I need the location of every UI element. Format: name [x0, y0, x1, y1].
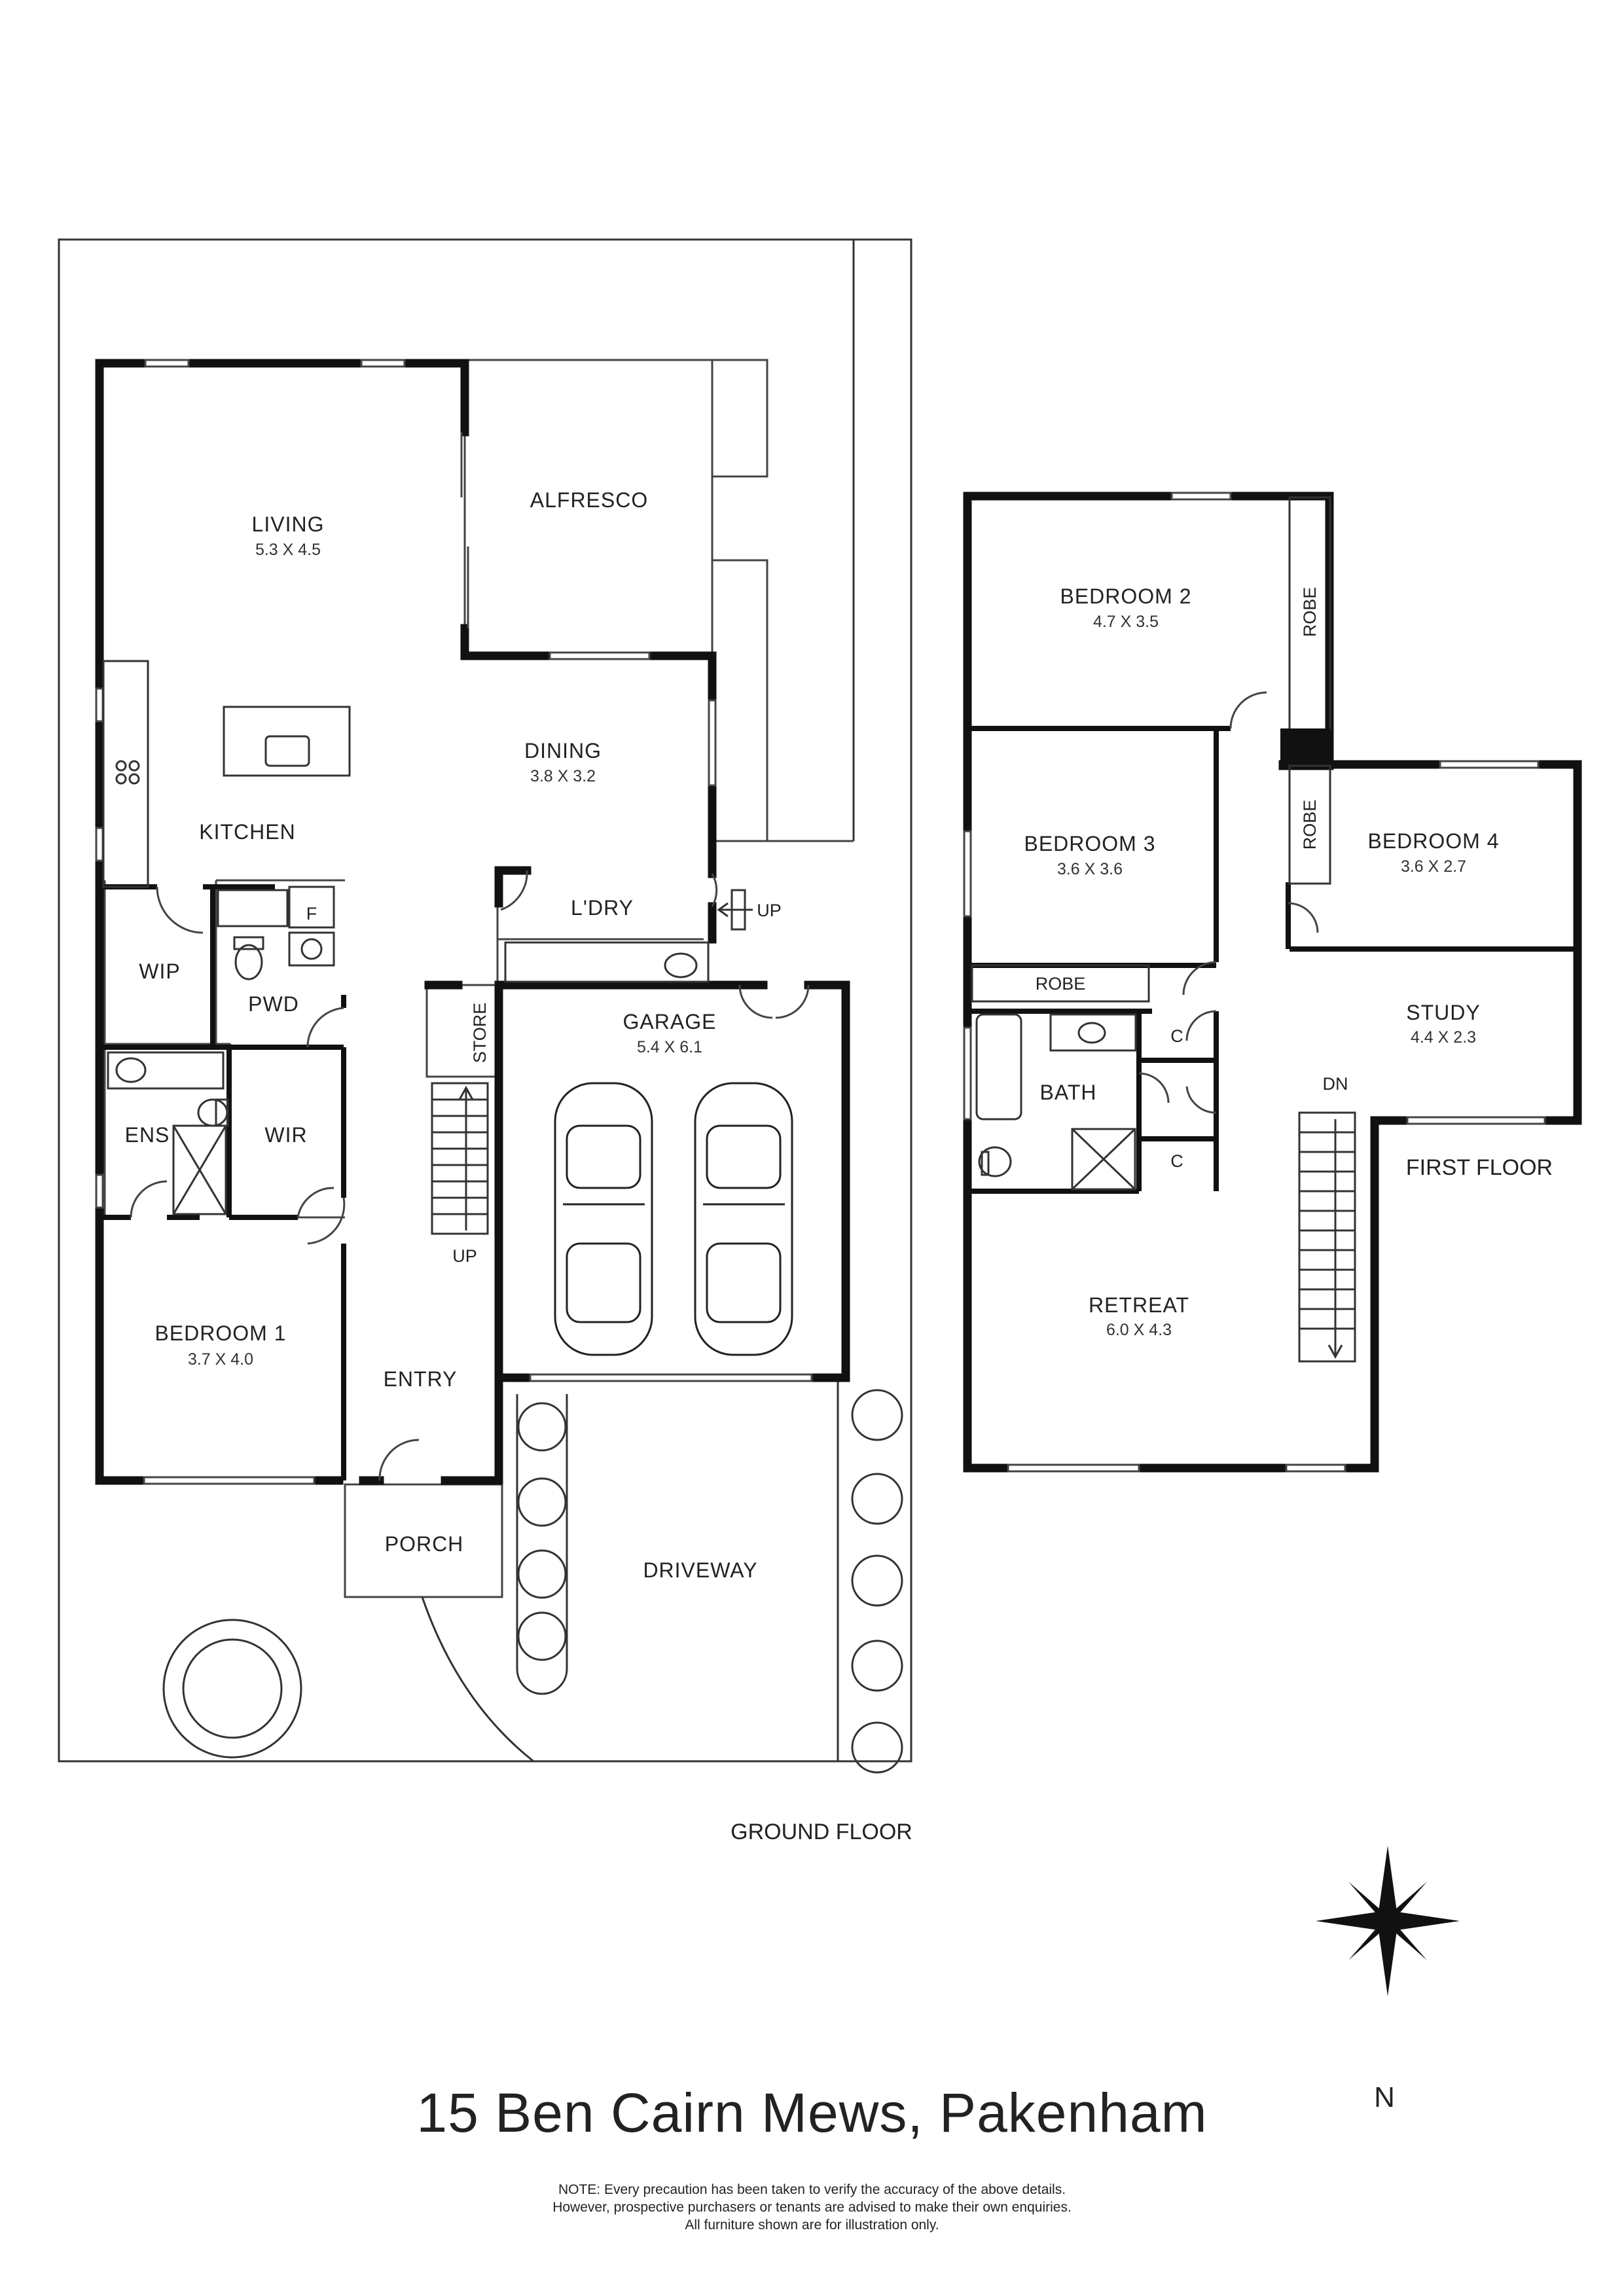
driveway-label: DRIVEWAY: [643, 1558, 757, 1582]
stairs-up-label: UP: [452, 1246, 477, 1266]
garage-dims: 5.4 X 6.1: [637, 1038, 702, 1056]
bedroom1-dims: 3.7 X 4.0: [188, 1350, 253, 1369]
note-line-2: However, prospective purchasers or tenan…: [552, 2200, 1072, 2215]
stairs-down-label: DN: [1323, 1074, 1348, 1094]
ground-floor: [58, 238, 912, 1774]
note-line-3: All furniture shown are for illustration…: [685, 2217, 939, 2233]
note-line-1: NOTE: Every precaution has been taken to…: [558, 2182, 1066, 2197]
bedroom3-dims: 3.6 X 3.6: [1057, 860, 1123, 878]
first-stairs: [1298, 1111, 1356, 1363]
bedroom2-dims: 4.7 X 3.5: [1093, 613, 1159, 631]
first-windows: [963, 492, 1546, 1473]
thin-outlines: [103, 359, 854, 1598]
ground-interior-walls: [99, 884, 346, 1480]
car-right: [694, 1082, 793, 1356]
retreat-label: RETREAT: [1089, 1293, 1189, 1317]
garage-label: GARAGE: [623, 1010, 717, 1033]
bedroom4-label: BEDROOM 4: [1367, 829, 1499, 853]
first-interior-walls: [967, 726, 1578, 1194]
kitchen-label: KITCHEN: [199, 820, 295, 844]
kitchen-fixtures: [102, 660, 710, 1215]
bedroom2-label: BEDROOM 2: [1060, 584, 1191, 608]
north-label: N: [1374, 2081, 1395, 2113]
ground-doors: [130, 870, 810, 1481]
ground-windows: [95, 359, 813, 1485]
bedroom3-label: BEDROOM 3: [1024, 832, 1155, 855]
bedroom4-dims: 3.6 X 2.7: [1401, 857, 1466, 876]
living-dims: 5.3 X 4.5: [255, 541, 321, 559]
ground-walls: [95, 359, 850, 1485]
cupboard2-label: C: [1170, 1151, 1183, 1171]
laundry-label: L'DRY: [571, 896, 634, 920]
landscaping: [162, 1389, 903, 1774]
study-label: STUDY: [1406, 1001, 1480, 1024]
ground-labels: LIVING 5.3 X 4.5 ALFRESCO DINING 3.8 X 3…: [125, 488, 912, 1844]
property-title: 15 Ben Cairn Mews, Pakenham: [416, 2082, 1208, 2144]
living-label: LIVING: [252, 512, 325, 536]
first-floor-label: FIRST FLOOR: [1406, 1155, 1553, 1180]
robe2-label: ROBE: [1036, 974, 1086, 994]
alfresco-label: ALFRESCO: [530, 488, 648, 512]
cupboard1-label: C: [1170, 1026, 1183, 1046]
store-label: STORE: [470, 1003, 490, 1064]
column: [1283, 728, 1330, 761]
bedroom1-label: BEDROOM 1: [154, 1321, 286, 1345]
ground-stairs: [431, 889, 753, 1235]
disclaimer-note: NOTE: Every precaution has been taken to…: [0, 2181, 1624, 2234]
study-dims: 4.4 X 2.3: [1411, 1028, 1476, 1047]
robe1-label: ROBE: [1300, 587, 1320, 637]
dining-dims: 3.8 X 3.2: [530, 767, 596, 785]
robe3-label: ROBE: [1300, 800, 1320, 850]
bath-label: BATH: [1040, 1081, 1097, 1104]
ens-label: ENS: [125, 1123, 170, 1147]
first-floor: [963, 492, 1582, 1473]
car-left: [554, 1082, 653, 1356]
first-doors: [1138, 691, 1319, 1114]
laundry-up-label: UP: [757, 901, 782, 920]
compass-rose-icon: [1316, 1846, 1460, 1996]
retreat-dims: 6.0 X 4.3: [1106, 1321, 1172, 1339]
dining-label: DINING: [524, 739, 602, 762]
first-labels: BEDROOM 2 4.7 X 3.5 ROBE BEDROOM 3 3.6 X…: [1024, 584, 1553, 1339]
entry-label: ENTRY: [384, 1367, 458, 1391]
wir-label: WIR: [264, 1123, 307, 1147]
lot-boundary: [58, 238, 912, 1763]
ground-floor-label: GROUND FLOOR: [731, 1820, 912, 1844]
pwd-label: PWD: [248, 992, 299, 1016]
porch-label: PORCH: [385, 1532, 464, 1556]
fridge-label: F: [306, 904, 317, 924]
wip-label: WIP: [139, 960, 180, 983]
